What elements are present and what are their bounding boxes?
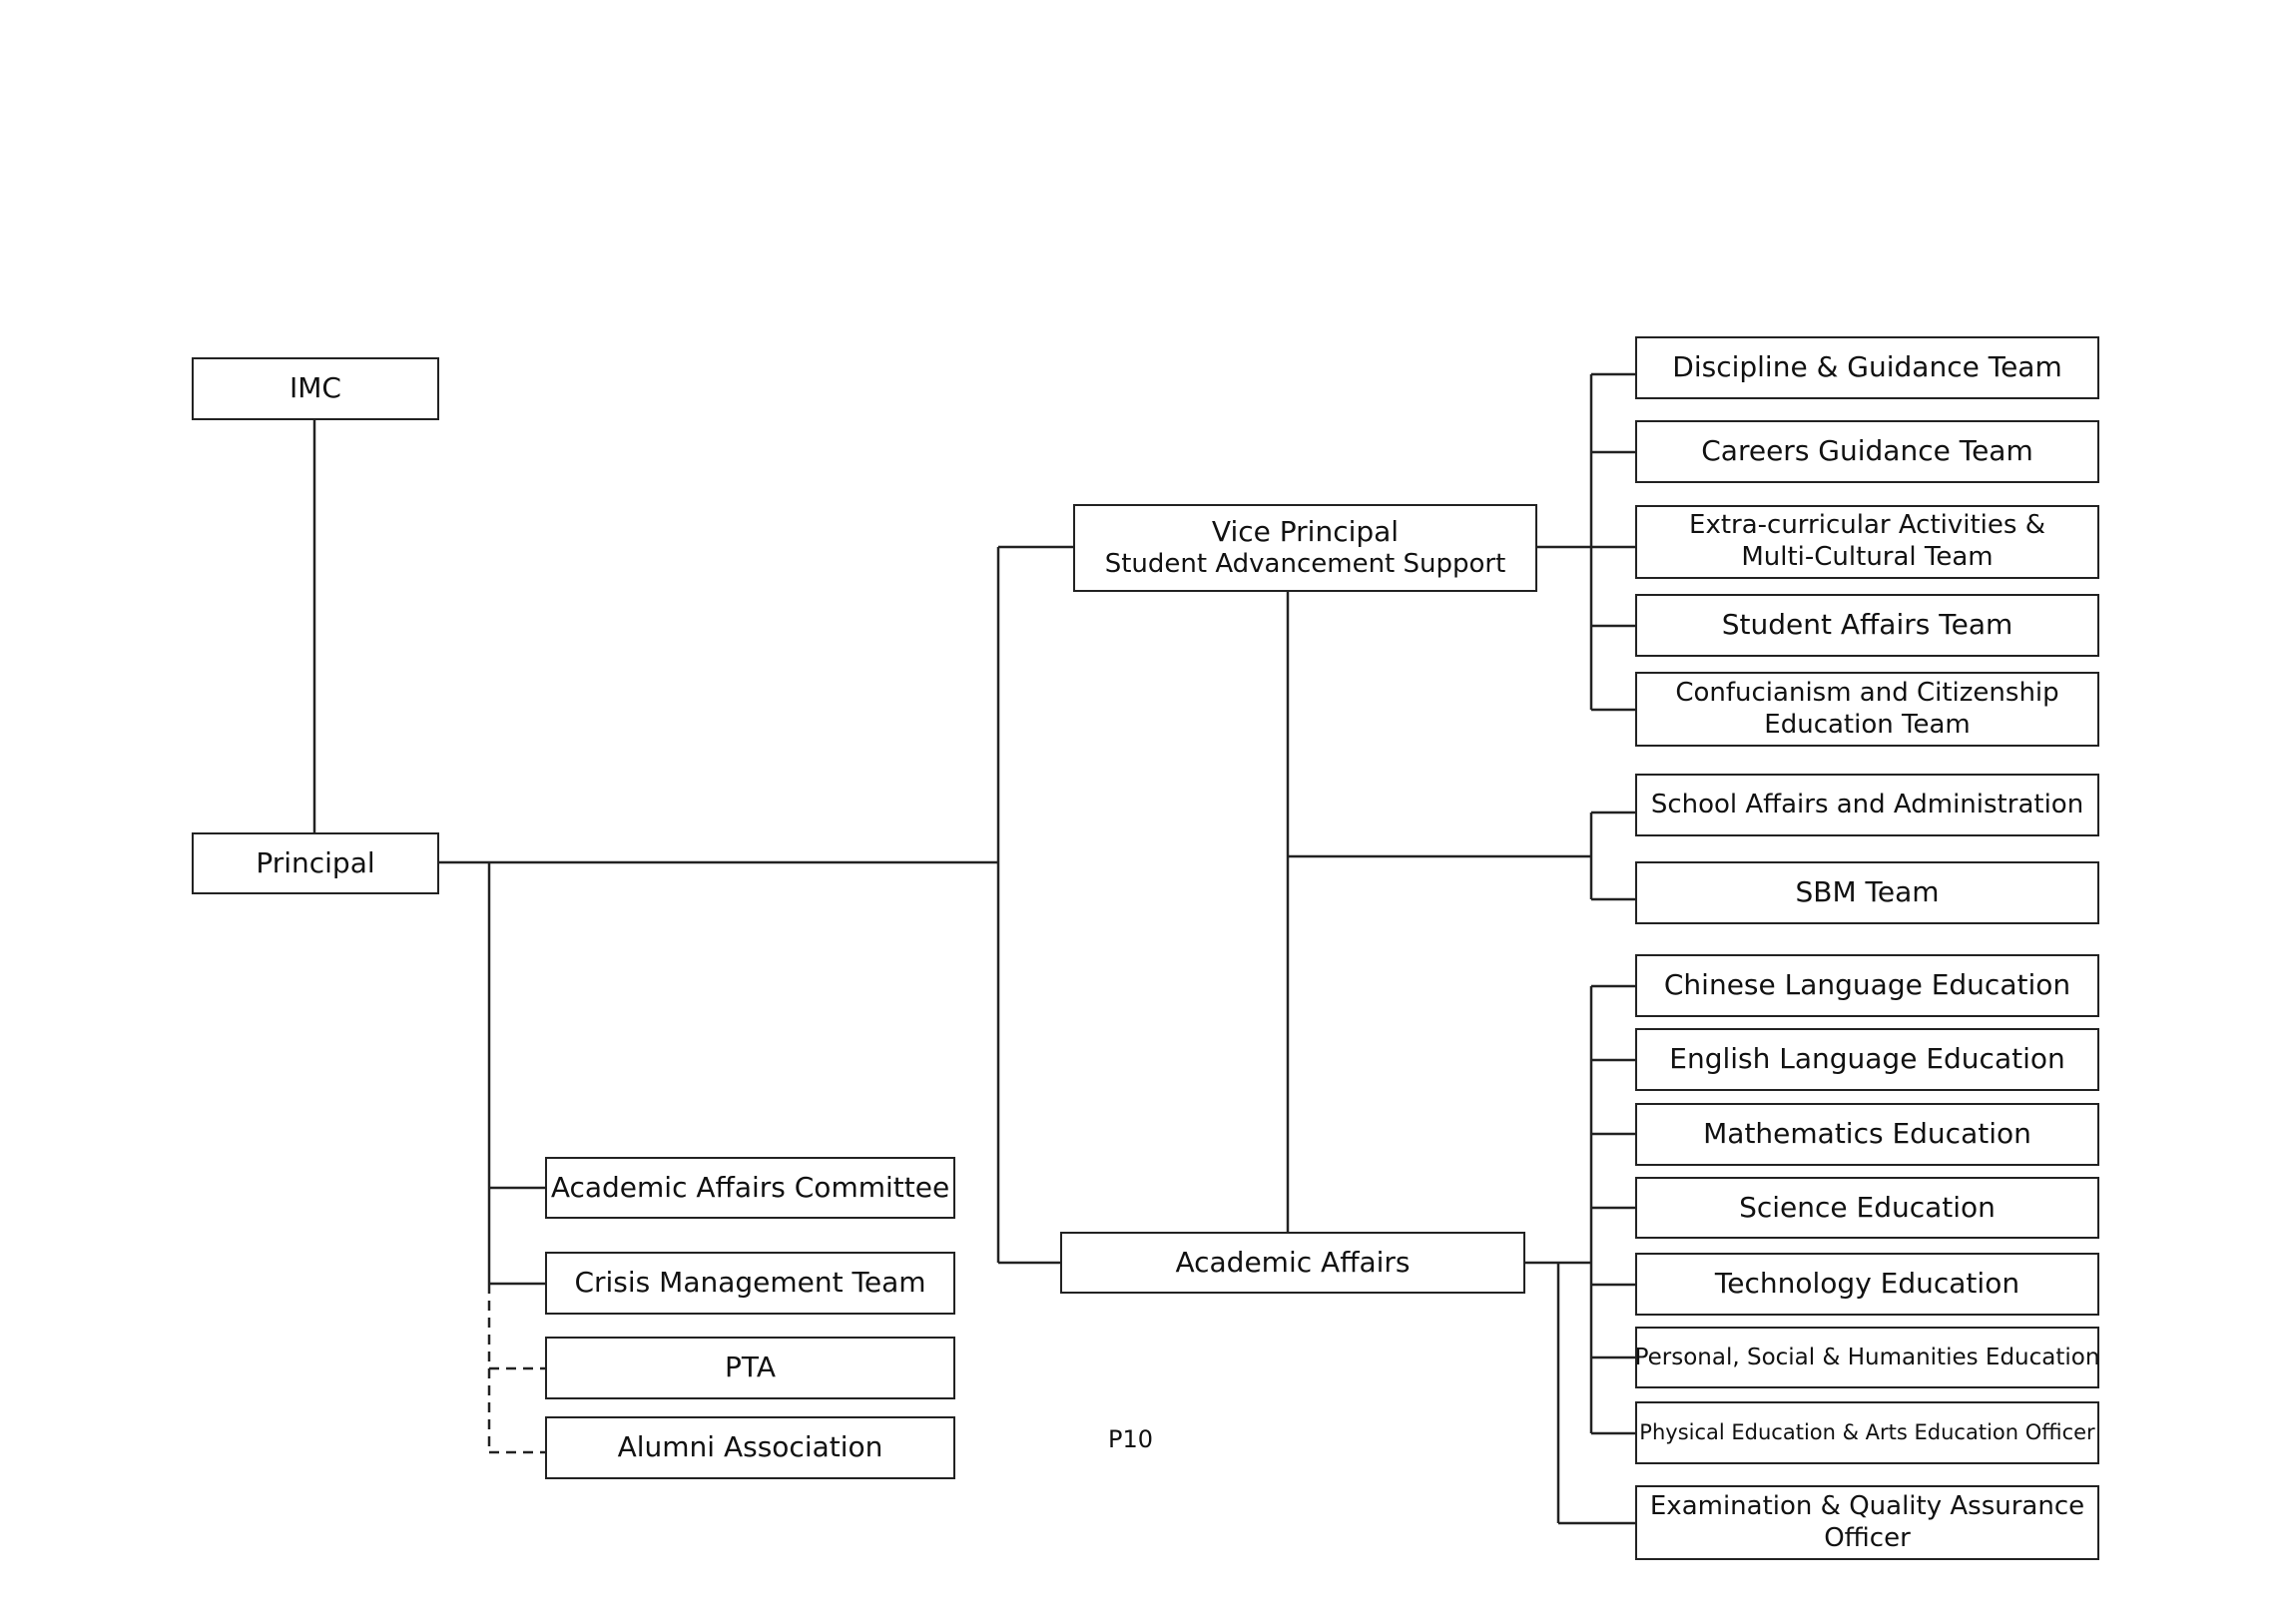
box-sbm-team-label: SBM Team	[1795, 875, 1940, 909]
box-sbm-team: SBM Team	[1635, 861, 2099, 924]
box-vice-principal-line1: Vice Principal	[1211, 515, 1400, 549]
box-mathematics-education-label: Mathematics Education	[1703, 1117, 2031, 1151]
box-confucianism-team-line2: Education Team	[1764, 709, 1971, 740]
box-confucianism-team: Confucianism and Citizenship Education T…	[1635, 672, 2099, 747]
box-exam-qa-officer: Examination & Quality Assurance Officer	[1635, 1485, 2099, 1560]
box-eca-team-line2: Multi-Cultural Team	[1741, 542, 1994, 572]
box-principal: Principal	[192, 832, 439, 894]
box-discipline-guidance-team: Discipline & Guidance Team	[1635, 336, 2099, 399]
box-school-affairs-admin: School Affairs and Administration	[1635, 774, 2099, 836]
box-exam-qa-officer-line1: Examination & Quality Assurance	[1649, 1490, 2085, 1521]
box-mathematics-education: Mathematics Education	[1635, 1103, 2099, 1166]
box-science-education-label: Science Education	[1739, 1190, 1996, 1224]
box-school-affairs-admin-label: School Affairs and Administration	[1650, 789, 2084, 819]
box-pta: PTA	[545, 1337, 955, 1399]
box-english-language-education: English Language Education	[1635, 1028, 2099, 1091]
box-academic-affairs-committee-label: Academic Affairs Committee	[550, 1170, 950, 1204]
box-pe-arts-officer: Physical Education & Arts Education Offi…	[1635, 1401, 2099, 1464]
box-imc: IMC	[192, 357, 439, 420]
box-imc-label: IMC	[289, 371, 341, 405]
box-discipline-guidance-team-label: Discipline & Guidance Team	[1672, 350, 2062, 384]
box-vice-principal-line2: Student Advancement Support	[1104, 549, 1506, 580]
box-pshe: Personal, Social & Humanities Education	[1635, 1327, 2099, 1388]
box-technology-education: Technology Education	[1635, 1253, 2099, 1316]
box-exam-qa-officer-line2: Officer	[1824, 1522, 1911, 1553]
box-alumni-association: Alumni Association	[545, 1416, 955, 1479]
page-number: P10	[1108, 1425, 1154, 1453]
box-confucianism-team-line1: Confucianism and Citizenship	[1675, 677, 2059, 708]
box-pta-label: PTA	[725, 1351, 776, 1384]
box-academic-affairs: Academic Affairs	[1060, 1232, 1525, 1294]
box-academic-affairs-committee: Academic Affairs Committee	[545, 1157, 955, 1219]
box-pshe-label: Personal, Social & Humanities Education	[1634, 1344, 2100, 1370]
box-careers-guidance-team-label: Careers Guidance Team	[1701, 434, 2033, 468]
box-crisis-management-team-label: Crisis Management Team	[574, 1266, 926, 1300]
box-eca-team-line1: Extra-curricular Activities &	[1689, 510, 2045, 541]
box-chinese-language-education-label: Chinese Language Education	[1663, 968, 2071, 1002]
box-eca-team: Extra-curricular Activities & Multi-Cult…	[1635, 505, 2099, 579]
box-student-affairs-team-label: Student Affairs Team	[1721, 608, 2013, 642]
box-technology-education-label: Technology Education	[1714, 1267, 2020, 1301]
box-principal-label: Principal	[256, 845, 375, 879]
box-careers-guidance-team: Careers Guidance Team	[1635, 420, 2099, 483]
box-academic-affairs-label: Academic Affairs	[1175, 1245, 1411, 1279]
box-pe-arts-officer-label: Physical Education & Arts Education Offi…	[1639, 1419, 2095, 1444]
box-science-education: Science Education	[1635, 1177, 2099, 1239]
box-english-language-education-label: English Language Education	[1669, 1042, 2065, 1076]
box-chinese-language-education: Chinese Language Education	[1635, 954, 2099, 1017]
box-alumni-association-label: Alumni Association	[617, 1430, 883, 1464]
box-student-affairs-team: Student Affairs Team	[1635, 594, 2099, 657]
box-crisis-management-team: Crisis Management Team	[545, 1252, 955, 1315]
box-vice-principal: Vice Principal Student Advancement Suppo…	[1073, 504, 1537, 592]
